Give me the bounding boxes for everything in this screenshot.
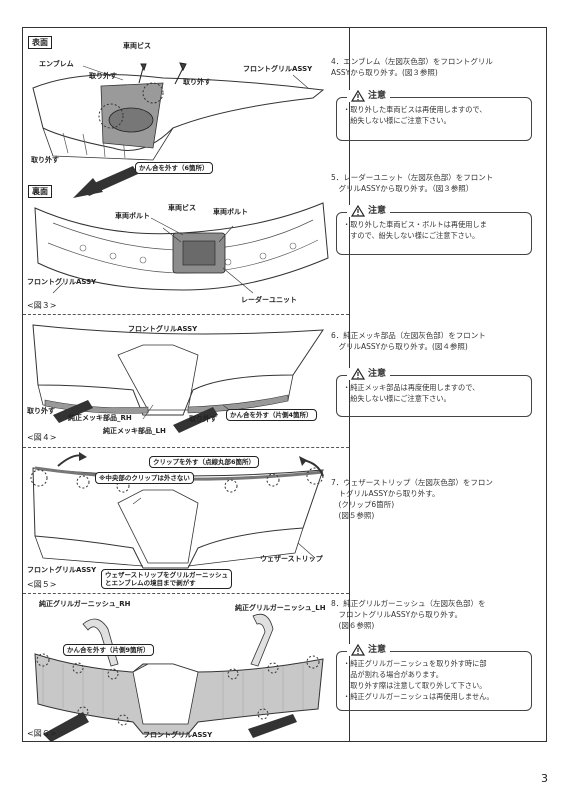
fig4-label-plating-lh: 純正メッキ部品_LH [103, 427, 166, 435]
fig-divider-3 [23, 593, 349, 594]
caution-8-line3: 取り外す際は注意して取り外して下さい。 [343, 681, 487, 690]
label-remove-2: 取り外す [183, 78, 211, 86]
step-6: 6．純正メッキ部品（左図灰色部）をフロント グリルASSYから取り外す。(図４参… [331, 330, 541, 352]
fig5-peel-line2: とエンブレムの境目まで剥がす [105, 579, 196, 587]
warning-icon [351, 368, 365, 380]
caution-5-title-text: 注意 [368, 205, 387, 216]
figure-6: 純正グリルガーニッシュ_RH 純正グリルガーニッシュ_LH かん合を外す（片側9… [23, 594, 349, 742]
caution-8-line4: ・純正グリルガーニッシュは再使用しません。 [343, 692, 494, 701]
caution-8-line1: ・純正グリルガーニッシュを取り外す時に部 [343, 659, 487, 668]
label-emblem: エンブレム [39, 60, 74, 68]
figure-5: クリップを外す（点線丸部6箇所） ※中央部のクリップは外さない ウェザーストリッ… [23, 448, 349, 593]
warning-icon [351, 644, 365, 656]
step-8: 8．純正グリルガーニッシュ（左図灰色部）を フロントグリルASSYから取り外す。… [331, 598, 541, 631]
step-8-line2: フロントグリルASSYから取り外す。 [331, 610, 462, 619]
figure-6-caption: <図６> [27, 729, 57, 738]
step-4-line1: 4．エンブレム（左図灰色部）をフロントグリル [331, 57, 493, 66]
fig-divider-2 [23, 447, 349, 448]
figure-4-caption: <図４> [27, 433, 57, 442]
fig5-clip-box: クリップを外す（点線丸部6箇所） [149, 456, 260, 468]
fig6-label-front-grille: フロントグリルASSY [143, 731, 213, 739]
figure-3-caption: <図３> [27, 301, 57, 310]
figure-5-caption: <図５> [27, 580, 57, 589]
caution-8-title-text: 注意 [368, 644, 387, 655]
caution-6-title-text: 注意 [368, 368, 387, 379]
fig5-label-weather-strip: ウェザーストリップ [260, 555, 323, 563]
fig4-label-remove-left: 取り外す [27, 407, 55, 415]
step-8-line3: (図６参照) [331, 621, 375, 630]
step-4-line2: ASSYから取り外す。(図３参照) [331, 68, 438, 77]
page-number: 3 [541, 772, 548, 785]
label-vehicle-bolt-right: 車両ボルト [213, 208, 248, 216]
caution-5: 注意 ・取り外した車両ビス・ボルトは再使用しま すので、紛失しない様にご注意下さ… [336, 205, 532, 255]
caution-4: 注意 ・取り外した車両ビスは再使用しますので、 紛失しない様にご注意下さい。 [336, 90, 532, 141]
fig5-peel-box: ウェザーストリップをグリルガーニッシュ とエンブレムの境目まで剥がす [101, 569, 232, 589]
warning-icon [351, 90, 365, 102]
step-6-line2: グリルASSYから取り外す。(図４参照) [331, 342, 468, 351]
fig-divider-1 [23, 314, 349, 315]
figure-4: フロントグリルASSY 取り外す 純正メッキ部品_RH 取り外す かん合を外す（… [23, 315, 349, 447]
step-4: 4．エンブレム（左図灰色部）をフロントグリル ASSYから取り外す。(図３参照) [331, 56, 541, 78]
step-5: 5．レーダーユニット（左図灰色部）をフロント グリルASSYから取り外す。（図３… [331, 172, 541, 194]
label-vehicle-bolt-left: 車両ボルト [115, 212, 150, 220]
caution-5-line2: すので、紛失しない様にご注意下さい。 [343, 231, 480, 240]
label-vehicle-screw-back: 車両ビス [168, 204, 196, 212]
step-7: 7．ウェザーストリップ（左図灰色部）をフロン トグリルASSYから取り外す。 (… [331, 477, 541, 521]
caution-4-title: 注意 [347, 90, 391, 102]
fig4-label-front-grille: フロントグリルASSY [128, 325, 198, 333]
fig6-label-garnish-lh: 純正グリルガーニッシュ_LH [235, 604, 326, 612]
label-radar-unit: レーダーユニット [241, 296, 297, 304]
figure-3: 表面 車両ビス エンブレム 取り外す 取り外す フロントグリルASSY 取り外す… [23, 28, 349, 314]
caution-4-line1: ・取り外した車両ビスは再使用しますので、 [343, 105, 487, 114]
step-7-line2: トグリルASSYから取り外す。 [331, 489, 440, 498]
step-7-line1: 7．ウェザーストリップ（左図灰色部）をフロン [331, 478, 493, 487]
label-front-grille-top: フロントグリルASSY [243, 65, 313, 73]
caution-6-line1: ・純正メッキ部品は再度使用しますので、 [343, 383, 480, 392]
caution-4-title-text: 注意 [368, 90, 387, 101]
caution-4-line2: 紛失しない様にご注意下さい。 [343, 116, 451, 125]
fig6-release-box: かん合を外す（片側9箇所） [63, 644, 154, 656]
caution-5-line1: ・取り外した車両ビス・ボルトは再使用しま [343, 220, 487, 229]
step-7-line3: (クリップ6箇所) [331, 500, 395, 509]
column-divider [349, 28, 350, 741]
step-8-line1: 8．純正グリルガーニッシュ（左図灰色部）を [331, 599, 486, 608]
page-frame: 表面 車両ビス エンブレム 取り外す 取り外す フロントグリルASSY 取り外す… [22, 27, 547, 742]
step-5-line2: グリルASSYから取り外す。（図３参照） [331, 184, 474, 193]
caution-8-line2: 品が割れる場合があります。 [343, 670, 443, 679]
caution-6: 注意 ・純正メッキ部品は再度使用しますので、 紛失しない様にご注意下さい。 [336, 368, 532, 417]
fig5-center-clip-box: ※中央部のクリップは外さない [95, 472, 194, 484]
caution-8: 注意 ・純正グリルガーニッシュを取り外す時に部 品が割れる場合があります。 取り… [336, 644, 532, 711]
back-side-tag: 裏面 [28, 185, 52, 198]
fig5-label-front-grille: フロントグリルASSY [27, 566, 97, 574]
caution-8-title: 注意 [347, 644, 391, 656]
front-side-tag: 表面 [28, 36, 52, 49]
warning-icon [351, 205, 365, 217]
figure-6-drawing [34, 613, 324, 742]
figure-4-drawing [32, 324, 324, 433]
caution-5-title: 注意 [347, 205, 391, 217]
label-vehicle-screw-top: 車両ビス [123, 42, 151, 50]
step-6-line1: 6．純正メッキ部品（左図灰色部）をフロント [331, 331, 486, 340]
caution-6-line2: 紛失しない様にご注意下さい。 [343, 394, 451, 403]
fig4-label-plating-rh: 純正メッキ部品_RH [68, 414, 132, 422]
label-remove-3: 取り外す [31, 156, 59, 164]
fig4-label-remove-right: 取り外す [189, 415, 217, 423]
fig5-peel-line1: ウェザーストリップをグリルガーニッシュ [105, 571, 228, 579]
label-remove-1: 取り外す [89, 72, 117, 80]
fig4-release-box: かん合を外す（片側4箇所） [226, 409, 317, 421]
step-5-line1: 5．レーダーユニット（左図灰色部）をフロント [331, 173, 494, 182]
fig6-label-garnish-rh: 純正グリルガーニッシュ_RH [39, 600, 131, 608]
caution-6-title: 注意 [347, 368, 391, 380]
fig3-release-box: かん合を外す（6箇所） [135, 162, 213, 174]
step-7-line4: (図５参照) [331, 511, 375, 520]
label-front-grille-back: フロントグリルASSY [27, 278, 97, 286]
figure-3-drawing [32, 62, 329, 294]
